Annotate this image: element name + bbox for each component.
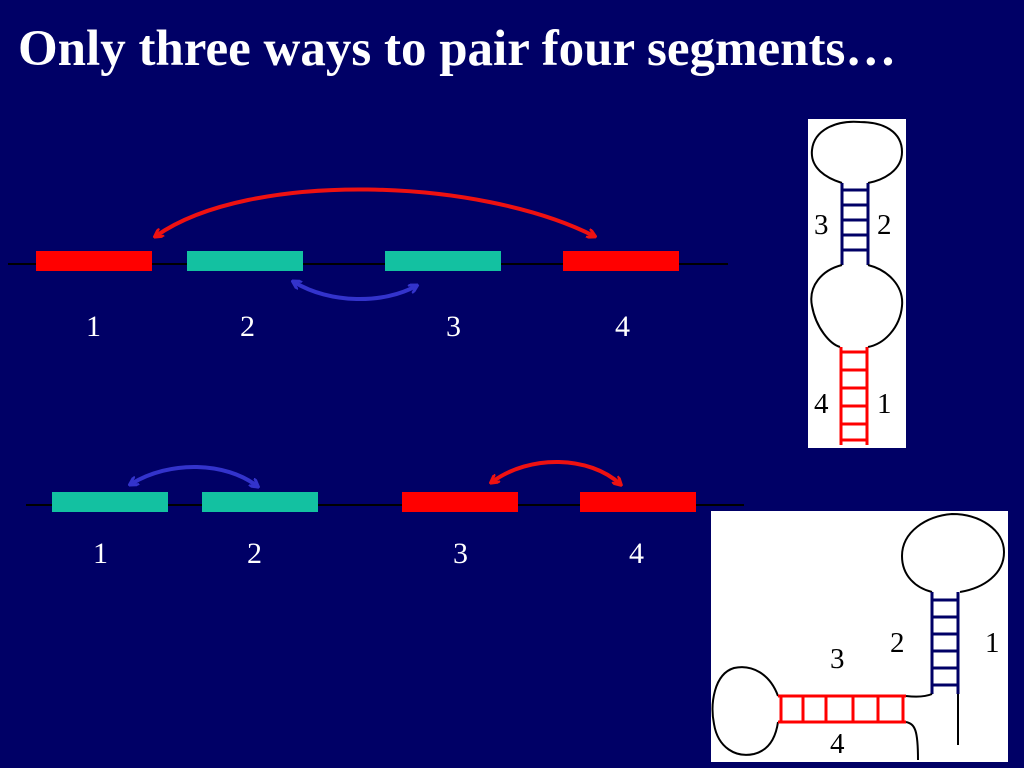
row2-segment-1	[52, 492, 168, 512]
row2-label-3: 3	[453, 537, 468, 570]
branched-label-2: 2	[890, 627, 905, 659]
upper-stem	[840, 183, 870, 265]
upper-hairpin-loop	[810, 120, 904, 184]
row1-label-1: 1	[86, 310, 101, 343]
row2-segment-2	[202, 492, 318, 512]
row1-blue-pair-arrow	[294, 282, 416, 301]
row1-segment-4	[563, 251, 679, 271]
stacked-stem-loop-diagram: 3 2 4 1	[808, 119, 906, 448]
lower-stem	[839, 347, 869, 445]
branched-label-3: 3	[830, 643, 845, 675]
row2-label-2: 2	[247, 537, 262, 570]
row1-label-2: 2	[240, 310, 255, 343]
row1-segment-3	[385, 251, 501, 271]
row2-red-pair-arrow	[492, 460, 620, 484]
row2-label-4: 4	[629, 537, 644, 570]
vertical-stem	[930, 592, 960, 694]
branched-stem-loop-diagram: 2 1 3 4	[711, 511, 1008, 762]
row2-sequence: 1 2 3 4	[26, 460, 744, 570]
horizontal-hairpin-loop	[711, 666, 779, 756]
junction-strand	[905, 693, 933, 761]
row1-label-3: 3	[446, 310, 461, 343]
upper-stem-label-left: 3	[814, 209, 829, 241]
row2-label-1: 1	[93, 537, 108, 570]
vertical-hairpin-loop	[900, 512, 1006, 593]
branched-diagram-panel	[711, 511, 1008, 762]
row1-sequence: 1 2 3 4	[8, 187, 728, 343]
horizontal-stem	[778, 694, 906, 724]
upper-stem-label-right: 2	[877, 209, 892, 241]
row1-segment-2	[187, 251, 303, 271]
row2-segment-4	[580, 492, 696, 512]
row2-blue-pair-arrow	[131, 465, 257, 486]
lower-stem-label-right: 1	[877, 388, 892, 420]
interior-loop	[810, 264, 904, 348]
branched-label-4: 4	[830, 728, 845, 760]
lower-stem-label-left: 4	[814, 388, 829, 420]
row1-segment-1	[36, 251, 152, 271]
row1-label-4: 4	[615, 310, 630, 343]
slide-title: Only three ways to pair four segments…	[18, 21, 897, 77]
row1-red-pair-arrow	[156, 187, 594, 236]
row2-segment-3	[402, 492, 518, 512]
branched-label-1: 1	[985, 627, 1000, 659]
